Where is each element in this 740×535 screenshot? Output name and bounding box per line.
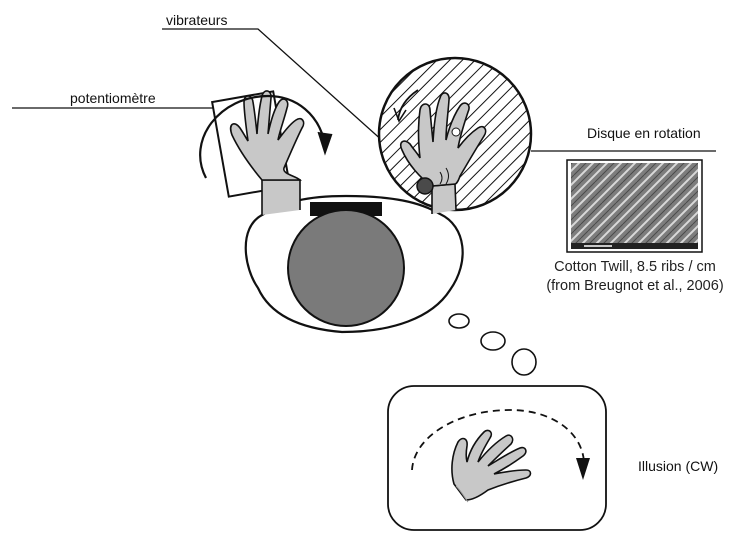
thought-bubble-large	[512, 349, 536, 375]
vibrator-device	[417, 178, 433, 194]
fingertip-marker	[452, 128, 460, 136]
thought-bubble-medium	[481, 332, 505, 350]
illusion-panel	[388, 386, 606, 530]
vibrators-label: vibrateurs	[166, 13, 227, 27]
thought-bubbles	[449, 314, 536, 375]
fabric-micrograph	[567, 160, 702, 252]
thought-bubble-small	[449, 314, 469, 328]
illusion-label: Illusion (CW)	[638, 459, 718, 473]
fabric-caption: Cotton Twill, 8.5 ribs / cm (from Breugn…	[530, 258, 740, 296]
potentiometer-label: potentiomètre	[70, 91, 156, 105]
head	[288, 210, 404, 326]
subject-body	[246, 196, 463, 332]
fabric-caption-line1: Cotton Twill, 8.5 ribs / cm	[530, 258, 740, 277]
rotating-disc-label: Disque en rotation	[587, 126, 701, 140]
fabric-caption-line2: (from Breugnot et al., 2006)	[530, 277, 740, 296]
